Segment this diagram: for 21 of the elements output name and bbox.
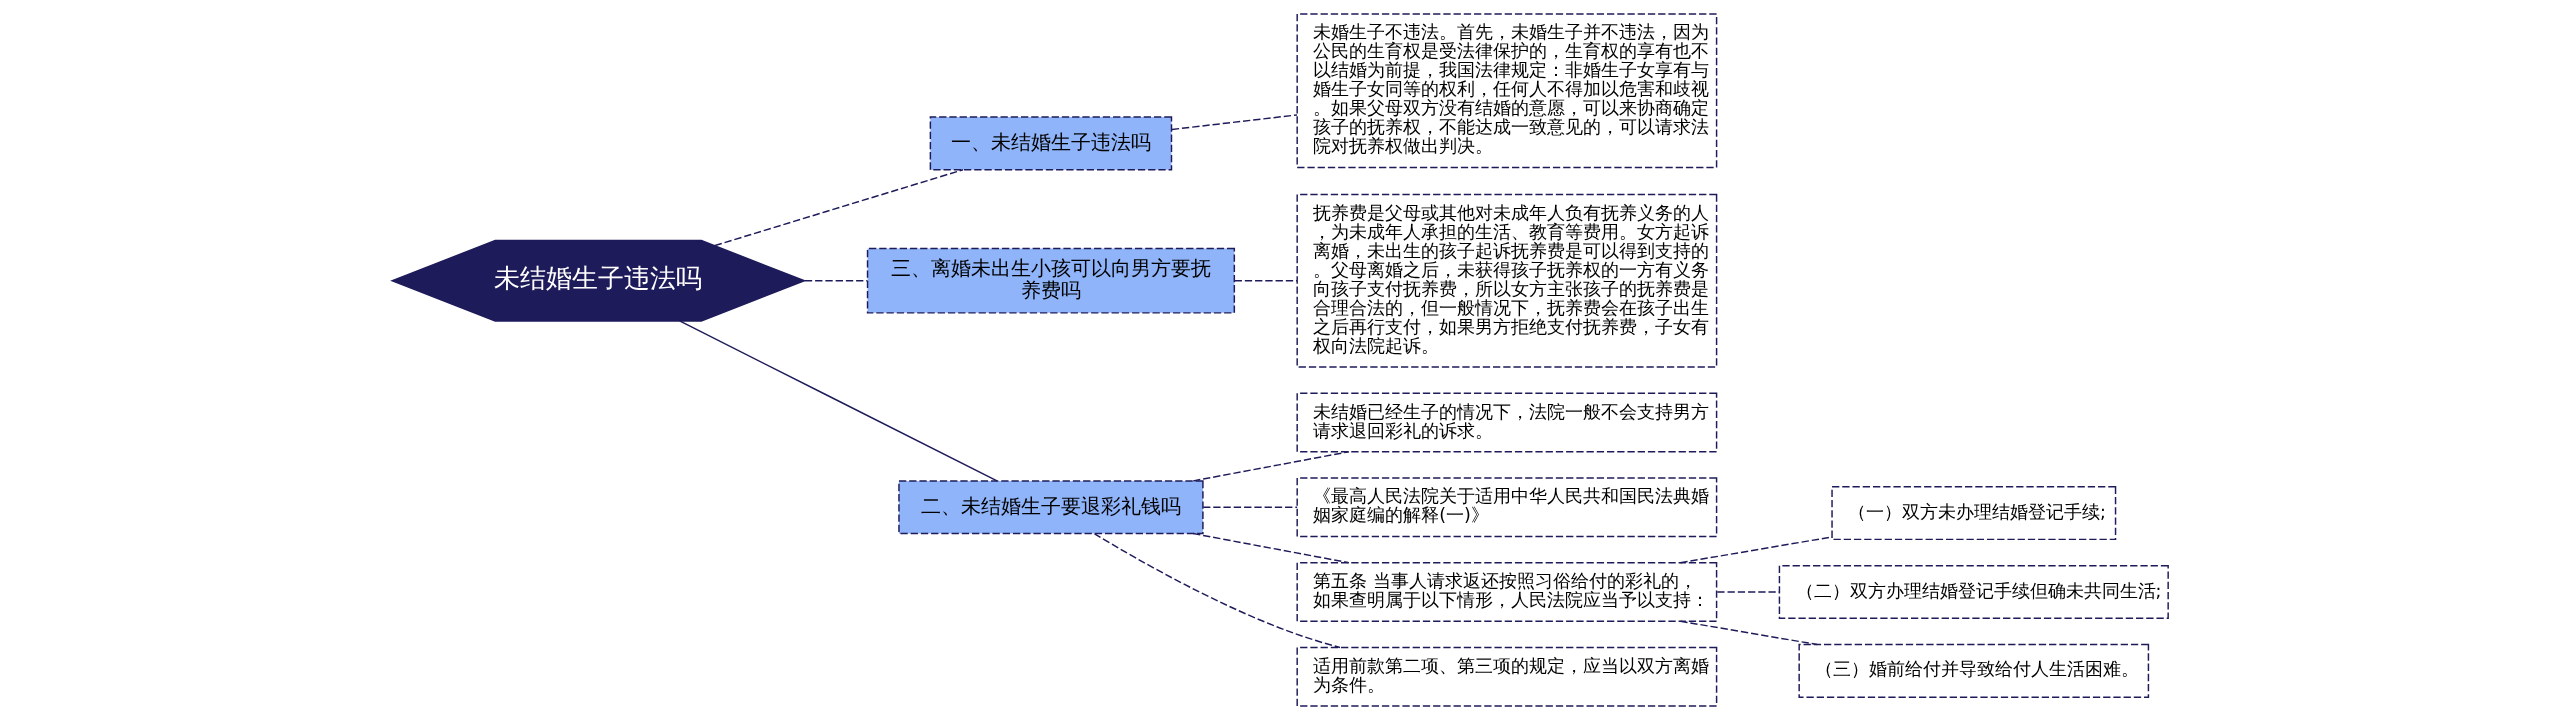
connector xyxy=(1233,280,1298,282)
node-box: （三）婚前给付并导致给付人生活困难。 xyxy=(1798,643,2150,698)
connector xyxy=(1679,620,1819,646)
node-box: 适用前款第二项、第三项的规定，应当以双方离婚为条件。 xyxy=(1296,646,1718,707)
connector xyxy=(804,280,869,282)
node-box: 一、未结婚生子违法吗 xyxy=(929,116,1173,171)
node-box: 第五条 当事人请求返还按照习俗给付的彩礼的，如果查明属于以下情形，人民法院应当予以支持： xyxy=(1296,562,1718,622)
connector xyxy=(1202,506,1298,508)
connector xyxy=(678,320,998,482)
connector xyxy=(1171,114,1298,131)
node-box: 未结婚已经生子的情况下，法院一般不会支持男方请求退回彩礼的诉求。 xyxy=(1296,392,1718,453)
node-box: 三、离婚未出生小孩可以向男方要抚养费吗 xyxy=(866,247,1236,314)
node-box: 抚养费是父母或其他对未成年人负有抚养义务的人，为未成年人承担的生活、教育等费用。女方起诉离婚，未出生的孩子起诉抚养费是可以得到支持的。父母离婚之后，未获得孩子抚养权的一方有义务向孩子支付抚养费，所以女方主张孩子的抚养费是合理合法的，但一般情况下，抚养费会在孩子出生之后再行支付，如果男方拒绝支付抚养费，子女有权向法院起诉。 xyxy=(1296,193,1718,368)
connector xyxy=(1192,532,1350,564)
connector xyxy=(714,169,964,247)
connector xyxy=(1192,451,1350,482)
node-box: 未婚生子不违法。首先，未婚生子并不违法，因为公民的生育权是受法律保护的，生育权的享有也不以结婚为前提，我国法律规定：非婚生子女享有与婚生子女同等的权利，任何人不得加以危害和歧视。如果父母双方没有结婚的意愿，可以来协商确定孩子的抚养权，不能达成一致意见的，可以请求法院对抚养权做出判决。 xyxy=(1296,13,1718,169)
node-box: 二、未结婚生子要退彩礼钱吗 xyxy=(898,480,1204,535)
node-box: （二）双方办理结婚登记手续但确未共同生活; xyxy=(1778,564,2169,620)
node-box: （一）双方未办理结婚登记手续; xyxy=(1831,486,2117,541)
node-box: 《最高人民法院关于适用中华人民共和国民法典婚姻家庭编的解释(一)》 xyxy=(1296,477,1718,538)
